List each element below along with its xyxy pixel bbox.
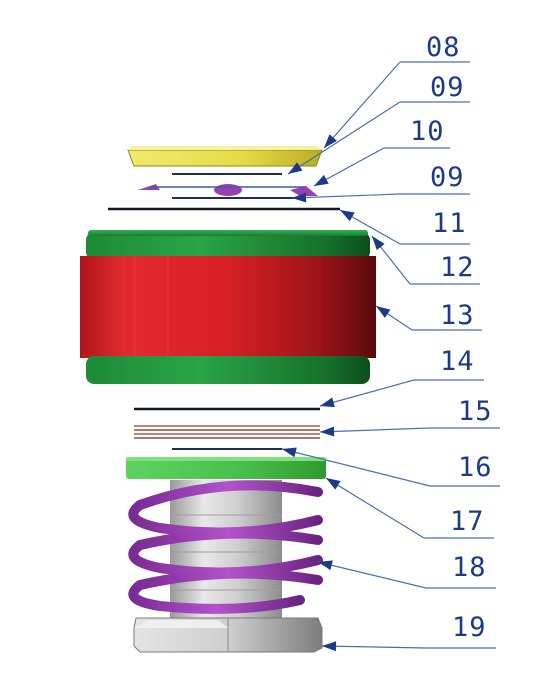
part-18-bolt-and-spring [128,480,323,618]
callout-label-16: 16 [458,452,493,483]
leader-lines [281,61,500,652]
arrow-head-c10 [314,174,329,186]
part-08-cap [127,146,323,167]
callout-label-17: 17 [450,506,485,537]
part-19-hex-nut [133,617,323,653]
leader-c19 [321,641,496,652]
callout-label-18: 18 [452,552,487,583]
arrow-head-c19 [322,641,337,652]
leader-c17 [325,477,494,539]
leader-c12 [371,235,480,285]
leader-c14 [319,379,484,408]
callout-label-08: 08 [426,32,461,63]
arrow-head-c08a [324,134,338,148]
callout-label-11: 11 [432,208,467,239]
arrow-head-c18 [318,560,333,571]
arrow-head-c12 [372,236,385,251]
arrow-head-c16 [282,447,297,458]
arrow-head-c14 [320,397,335,408]
leader-c10 [313,147,450,187]
callout-label-15: 15 [458,396,493,427]
part-10-cleats [138,184,318,196]
leader-c09b [291,192,470,203]
leader-c16 [281,447,500,487]
leader-c11 [339,209,470,245]
callout-label-14: 14 [440,346,475,377]
arrow-head-c09a [288,162,303,174]
arrow-head-c11 [340,210,355,222]
part-12-13-main-body [80,230,376,384]
arrow-head-c15 [320,426,335,437]
callout-label-09-lower: 09 [430,162,465,193]
callout-label-13: 13 [440,300,475,331]
arrow-head-c09b [292,192,307,203]
part-15-shim-stack [134,425,320,439]
part-17-washer [126,457,326,479]
leader-c15 [319,426,500,437]
callout-label-19: 19 [452,612,487,643]
arrow-head-c17 [326,478,341,490]
callout-labels: 08 09 10 09 11 12 13 14 15 16 17 18 19 [410,32,493,643]
leader-c18 [317,560,496,589]
leader-c08a [323,61,470,149]
leader-c13 [375,305,482,331]
callout-label-09-upper: 09 [430,72,465,103]
arrow-head-c13 [376,306,391,318]
callout-label-12: 12 [440,252,475,283]
leader-c09a [287,101,470,175]
callout-label-10: 10 [410,116,445,147]
